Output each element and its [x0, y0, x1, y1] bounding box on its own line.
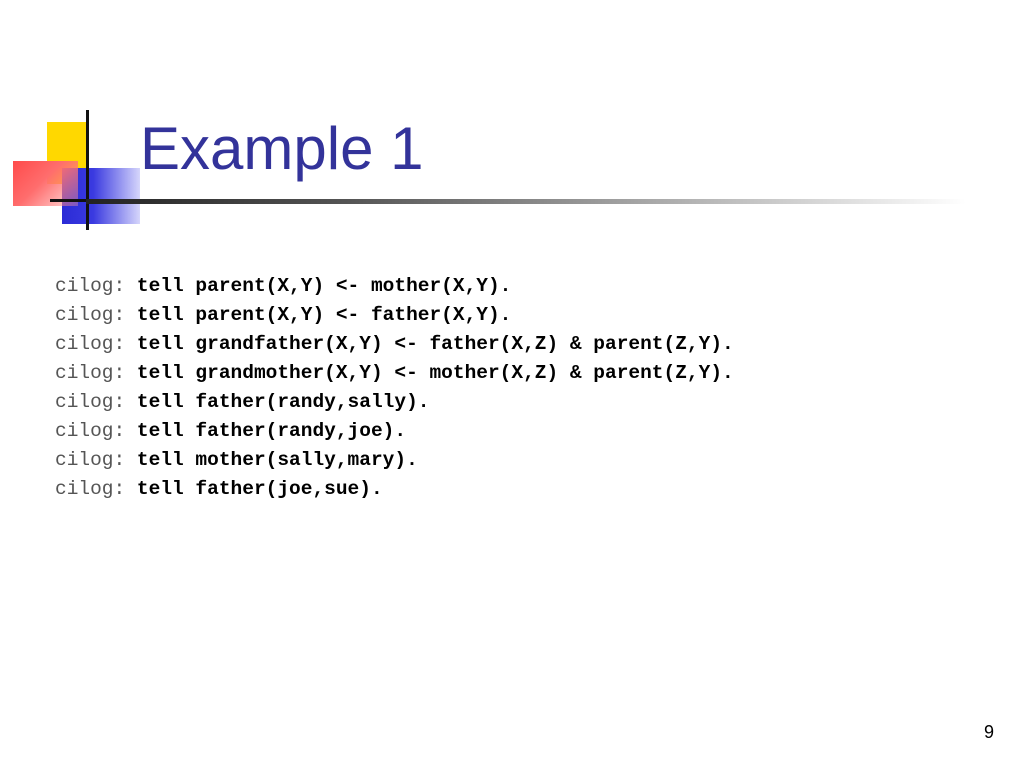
prompt-label: cilog:	[55, 333, 126, 355]
code-line: cilog: tell parent(X,Y) <- father(X,Y).	[55, 301, 734, 330]
title-emblem	[0, 0, 140, 240]
command-text: tell parent(X,Y) <- mother(X,Y).	[136, 275, 512, 297]
page-number: 9	[983, 722, 994, 742]
command-text: tell grandmother(X,Y) <- mother(X,Z) & p…	[136, 362, 734, 384]
code-line: cilog: tell grandfather(X,Y) <- father(X…	[55, 330, 734, 359]
red-square-decoration	[13, 161, 78, 206]
prompt-label: cilog:	[55, 362, 126, 384]
command-text: tell parent(X,Y) <- father(X,Y).	[136, 304, 512, 326]
prompt-label: cilog:	[55, 275, 126, 297]
command-text: tell mother(sally,mary).	[136, 449, 418, 471]
code-line: cilog: tell grandmother(X,Y) <- mother(X…	[55, 359, 734, 388]
prompt-label: cilog:	[55, 478, 126, 500]
command-text: tell father(joe,sue).	[136, 478, 383, 500]
code-line: cilog: tell father(randy,joe).	[55, 417, 734, 446]
command-text: tell grandfather(X,Y) <- father(X,Z) & p…	[136, 333, 734, 355]
slide-title: Example 1	[140, 115, 424, 182]
code-line: cilog: tell father(joe,sue).	[55, 475, 734, 504]
prompt-label: cilog:	[55, 391, 126, 413]
prompt-label: cilog:	[55, 420, 126, 442]
emblem-vertical-line	[86, 110, 89, 230]
command-text: tell father(randy,joe).	[136, 420, 407, 442]
prompt-label: cilog:	[55, 449, 126, 471]
title-underline-rule	[86, 199, 966, 204]
command-text: tell father(randy,sally).	[136, 391, 430, 413]
code-line: cilog: tell father(randy,sally).	[55, 388, 734, 417]
code-line: cilog: tell mother(sally,mary).	[55, 446, 734, 475]
prompt-label: cilog:	[55, 304, 126, 326]
code-block: cilog: tell parent(X,Y) <- mother(X,Y). …	[55, 272, 734, 504]
code-line: cilog: tell parent(X,Y) <- mother(X,Y).	[55, 272, 734, 301]
